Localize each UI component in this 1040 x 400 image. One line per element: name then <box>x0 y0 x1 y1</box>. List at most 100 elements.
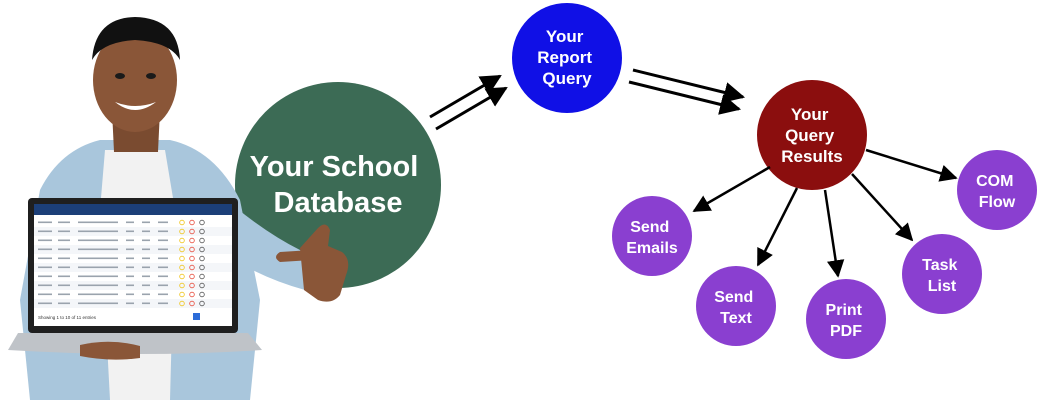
table-action-icon <box>189 219 195 226</box>
table-cell <box>142 248 150 251</box>
svg-text:Send Emails: Send Emails <box>626 219 678 257</box>
table-action-icon <box>189 264 195 271</box>
table-cell <box>158 221 168 224</box>
table-cell <box>38 275 52 278</box>
table-cell <box>158 266 168 269</box>
table-action-icon <box>199 228 205 235</box>
table-action-icon <box>179 255 185 262</box>
table-action-icon <box>189 246 195 253</box>
holding-hand <box>80 341 140 360</box>
table-action-icon <box>189 282 195 289</box>
query-results-circle <box>757 80 867 190</box>
result-arrows <box>692 148 958 278</box>
action-com-flow: COM Flow <box>957 150 1037 230</box>
table-cell <box>38 284 52 287</box>
svg-text:COM Flow: COM Flow <box>976 173 1018 211</box>
table-action-icon <box>199 291 205 298</box>
table-cell <box>142 266 150 269</box>
laptop-base <box>8 333 262 354</box>
table-cell <box>142 293 150 296</box>
table-action-icon <box>189 228 195 235</box>
report-query-circle <box>512 3 622 113</box>
table-action-icon <box>199 237 205 244</box>
table-cell <box>158 230 168 233</box>
table-cell <box>58 221 70 224</box>
table-action-icon <box>189 237 195 244</box>
table-cell <box>78 239 118 242</box>
table-action-icon <box>199 255 205 262</box>
table-cell <box>58 275 70 278</box>
table-cell <box>78 266 118 269</box>
table-action-icon <box>179 219 185 226</box>
table-action-icon <box>199 300 205 307</box>
table-cell <box>126 239 134 242</box>
table-cell <box>78 275 118 278</box>
pagination-current <box>193 313 200 320</box>
table-cell <box>142 284 150 287</box>
table-cell <box>78 293 118 296</box>
table-action-icon <box>189 291 195 298</box>
table-action-icon <box>179 228 185 235</box>
laptop: Showing 1 to 10 of 11 entries <box>8 198 262 354</box>
table-cell <box>58 302 70 305</box>
table-cell <box>58 266 70 269</box>
table-cell <box>142 221 150 224</box>
table-cell <box>38 302 52 305</box>
table-cell <box>158 248 168 251</box>
table-cell <box>126 257 134 260</box>
action-task-list: Task List <box>902 234 982 314</box>
table-action-icon <box>179 300 185 307</box>
table-cell <box>78 230 118 233</box>
table-action-icon <box>179 273 185 280</box>
report-query-label: Your Report Query <box>537 27 597 88</box>
table-action-icon <box>199 282 205 289</box>
table-action-icon <box>179 237 185 244</box>
table-action-icon <box>199 264 205 271</box>
arrow-database-to-query <box>429 74 508 131</box>
table-cell <box>38 266 52 269</box>
table-action-icon <box>189 255 195 262</box>
action-send-text: Send Text <box>696 266 776 346</box>
query-results-label: Your Query Results <box>781 105 842 166</box>
table-action-icon <box>179 264 185 271</box>
table-cell <box>78 221 118 224</box>
laptop-table-header <box>34 204 232 215</box>
table-cell <box>58 239 70 242</box>
svg-text:Task List: Task List <box>922 257 962 295</box>
table-cell <box>38 221 52 224</box>
table-cell <box>38 293 52 296</box>
table-action-icon <box>199 273 205 280</box>
table-cell <box>78 248 118 251</box>
table-action-icon <box>179 282 185 289</box>
action-print-pdf: Print PDF <box>806 279 886 359</box>
table-cell <box>58 257 70 260</box>
table-cell <box>126 266 134 269</box>
table-cell <box>142 239 150 242</box>
table-cell <box>142 275 150 278</box>
laptop-table-footer: Showing 1 to 10 of 11 entries <box>38 315 97 320</box>
table-cell <box>78 302 118 305</box>
arrow-query-to-results <box>628 68 746 115</box>
table-action-icon <box>189 300 195 307</box>
table-cell <box>126 293 134 296</box>
action-send-emails: Send Emails <box>612 196 692 276</box>
table-cell <box>158 239 168 242</box>
svg-text:Print PDF: Print PDF <box>826 302 867 340</box>
table-cell <box>158 275 168 278</box>
laptop-table <box>34 218 232 308</box>
table-cell <box>58 230 70 233</box>
database-label: Your School Database <box>250 151 427 219</box>
table-cell <box>38 257 52 260</box>
table-cell <box>58 293 70 296</box>
table-cell <box>158 284 168 287</box>
table-cell <box>126 302 134 305</box>
table-cell <box>142 230 150 233</box>
table-cell <box>78 257 118 260</box>
table-action-icon <box>199 246 205 253</box>
table-cell <box>126 284 134 287</box>
svg-text:Send Text: Send Text <box>714 289 758 327</box>
database-circle <box>235 82 441 288</box>
table-cell <box>158 293 168 296</box>
table-cell <box>58 284 70 287</box>
